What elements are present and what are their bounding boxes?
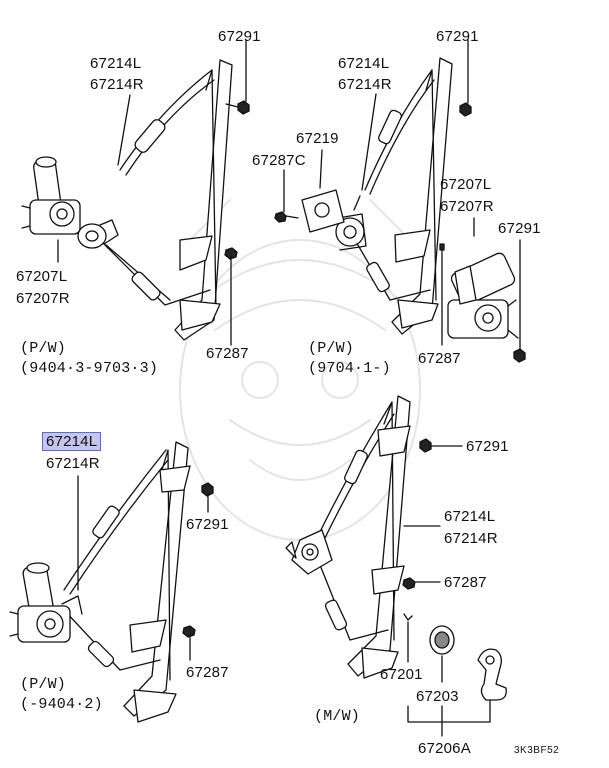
leader-tl-67214 xyxy=(117,94,131,166)
leader-tr-67214 xyxy=(361,93,377,191)
label-tr-67287: 67287 xyxy=(418,350,461,367)
label-tr-range: (9704·1-) xyxy=(308,360,391,377)
label-tr-67291a: 67291 xyxy=(436,28,479,45)
label-tl-67207R: 67207R xyxy=(16,290,70,307)
diagram-code: 3K3BF52 xyxy=(514,745,560,756)
bolt-bottom-right-67291 xyxy=(419,438,463,453)
washer-67203 xyxy=(429,625,455,683)
label-tr-67214L: 67214L xyxy=(338,55,390,72)
label-br-67203: 67203 xyxy=(416,688,459,705)
clip-67201 xyxy=(403,613,413,663)
regulator-top-right xyxy=(335,57,453,335)
bolt-top-right-67291a xyxy=(459,39,472,117)
regulator-bottom-right xyxy=(285,395,411,679)
label-tl-67214L: 67214L xyxy=(90,55,142,72)
label-br-67201: 67201 xyxy=(380,666,423,683)
label-tl-range: (9404·3-9703·3) xyxy=(20,360,159,377)
label-tr-67214R: 67214R xyxy=(338,76,392,93)
motor-bottom-left xyxy=(9,562,83,643)
label-tl-67291: 67291 xyxy=(218,28,261,45)
regulator-bottom-left xyxy=(63,441,191,723)
label-tl-pw: (P/W) xyxy=(20,340,67,357)
bolt-bottom-left-67287 xyxy=(182,625,196,661)
bracket-67206A xyxy=(407,705,491,737)
bolt-top-right-67287 xyxy=(439,243,445,346)
label-bl-67291: 67291 xyxy=(186,516,229,533)
label-tl-67287: 67287 xyxy=(206,345,249,362)
motor-top-right xyxy=(447,252,519,339)
label-bl-67214R: 67214R xyxy=(46,455,100,472)
label-tr-67291b: 67291 xyxy=(498,220,541,237)
label-tr-pw: (P/W) xyxy=(308,340,355,357)
label-br-67214L: 67214L xyxy=(444,508,496,525)
highlighted-part-label[interactable]: 67214L xyxy=(42,432,102,451)
bolt-top-left-67287 xyxy=(224,247,238,346)
label-tl-67207L: 67207L xyxy=(16,268,68,285)
regulator-top-left xyxy=(77,59,233,341)
label-bl-67287: 67287 xyxy=(186,664,229,681)
bolt-67287C xyxy=(274,169,299,223)
label-br-67287: 67287 xyxy=(444,574,487,591)
label-br-67206A: 67206A xyxy=(418,740,471,757)
label-br-mw: (M/W) xyxy=(314,708,361,725)
handle-67206A xyxy=(477,648,507,711)
label-br-67291: 67291 xyxy=(466,438,509,455)
label-tl-67214R: 67214R xyxy=(90,76,144,93)
label-tr-67219: 67219 xyxy=(296,130,339,147)
bolt-top-left-67291 xyxy=(225,39,250,115)
motor-top-left xyxy=(21,156,81,235)
bolt-bottom-right-67287 xyxy=(402,577,441,590)
label-bl-range: (-9404·2) xyxy=(20,696,103,713)
label-tr-67207R: 67207R xyxy=(440,198,494,215)
label-tr-67287C: 67287C xyxy=(252,152,306,169)
label-bl-pw: (P/W) xyxy=(20,676,67,693)
plate-67219 xyxy=(301,149,345,233)
label-br-67214R: 67214R xyxy=(444,530,498,547)
bolt-bottom-left-67291 xyxy=(201,482,214,513)
bolt-top-right-67291b xyxy=(513,239,526,363)
label-tr-67207L: 67207L xyxy=(440,176,492,193)
